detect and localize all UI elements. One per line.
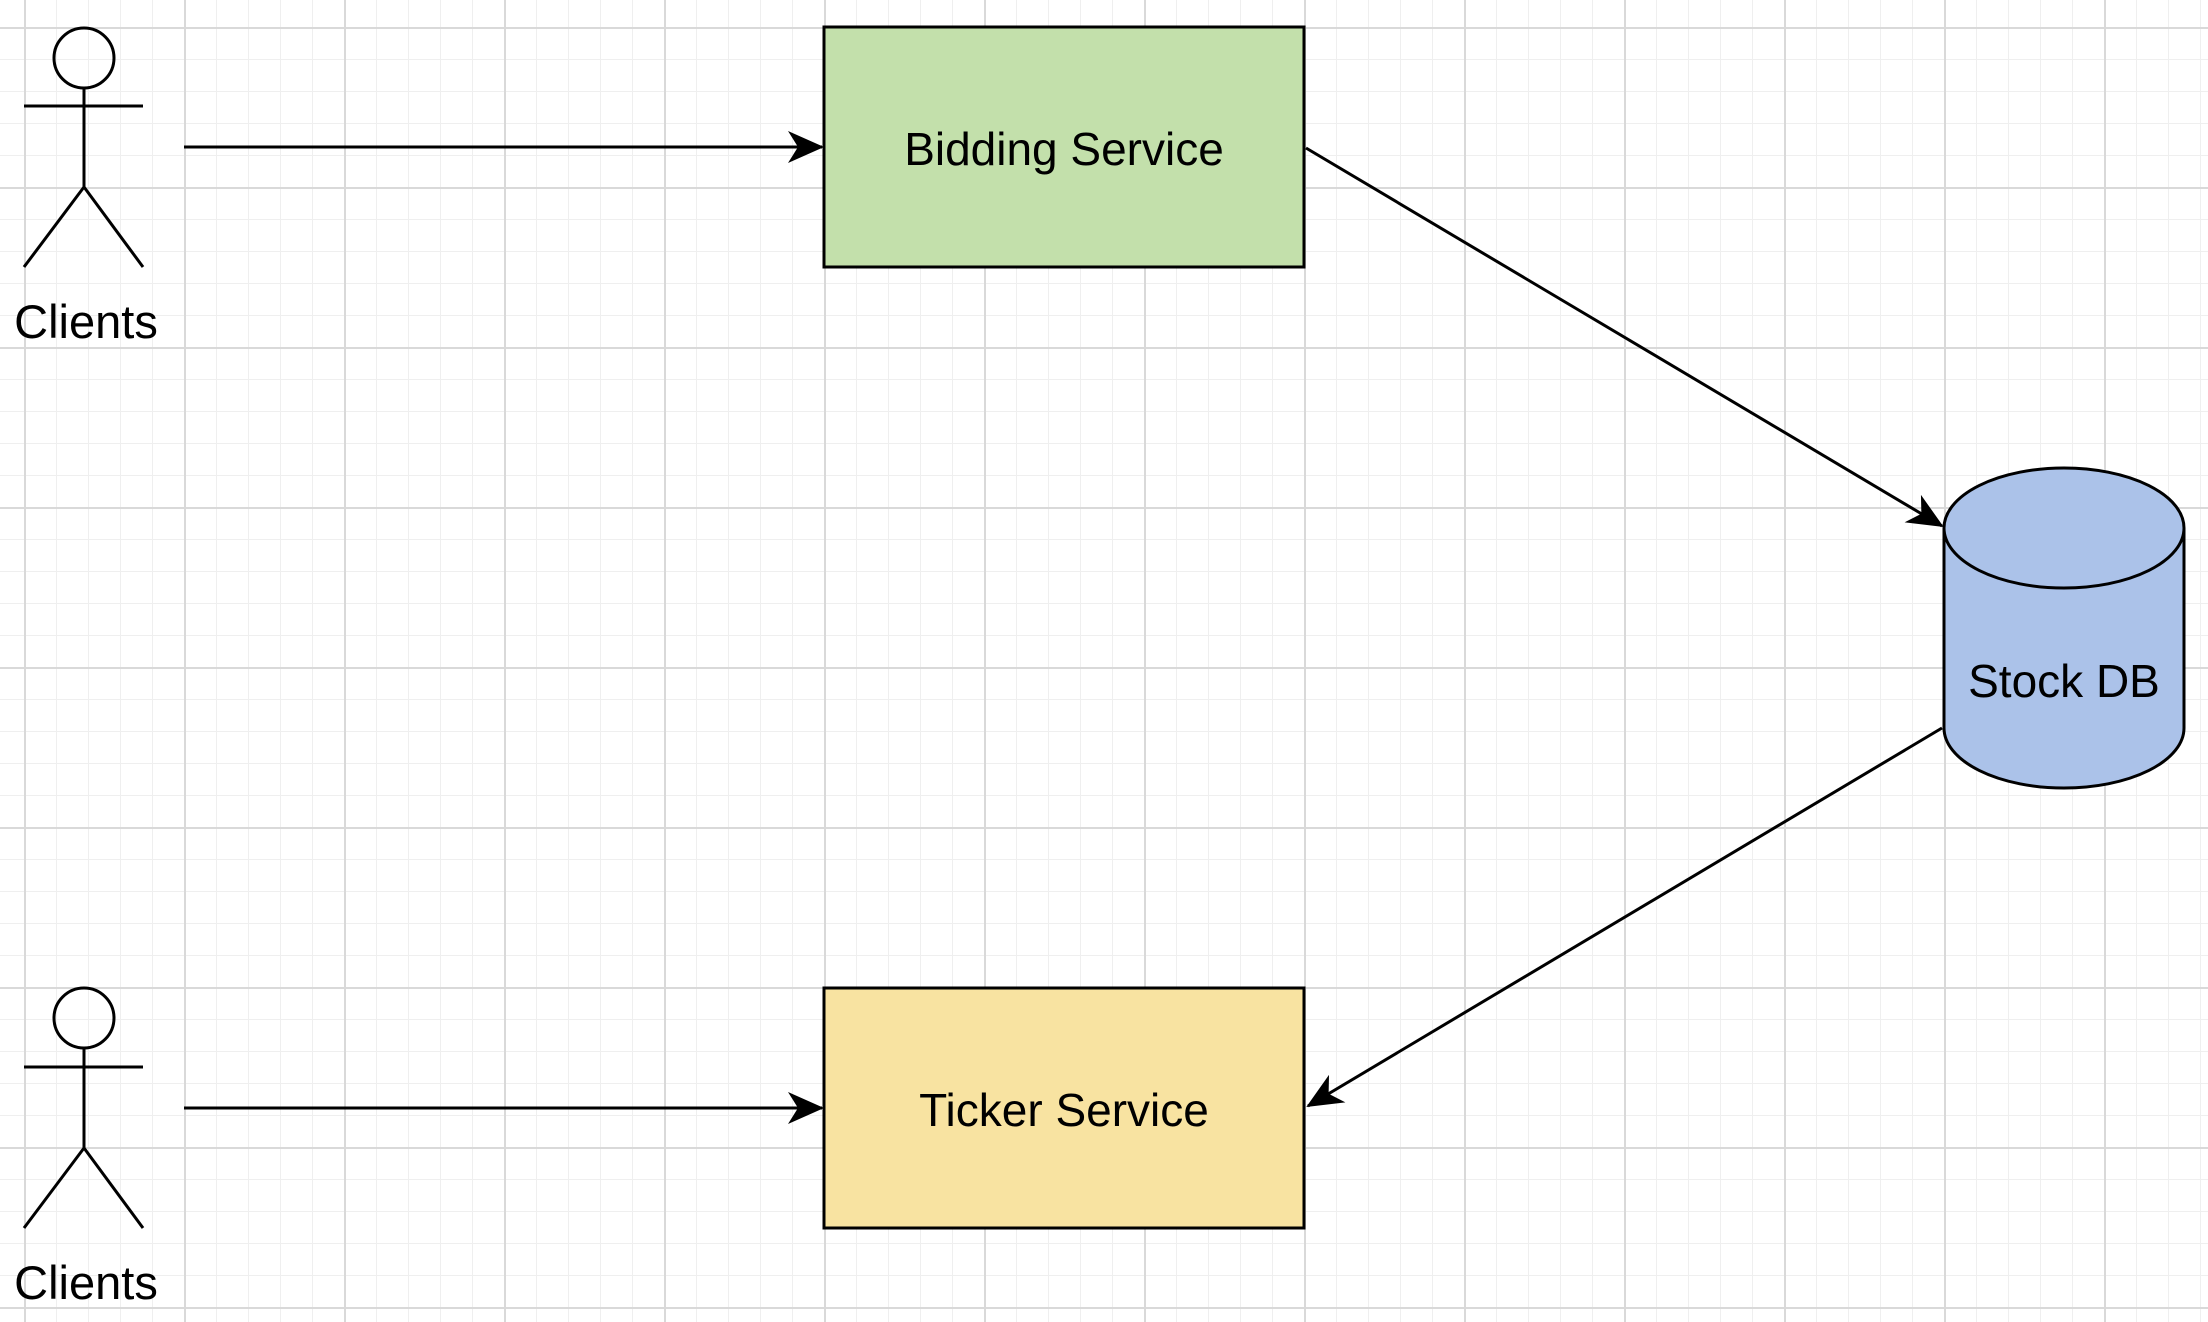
stock-db-label: Stock DB xyxy=(1968,655,2160,707)
bidding-service-label: Bidding Service xyxy=(904,123,1224,175)
actor-label: Clients xyxy=(14,295,158,348)
database-cylinder-top xyxy=(1942,466,2186,590)
actor-clients-bottom[interactable]: Clients xyxy=(14,986,158,1309)
ticker-service-box xyxy=(822,986,1306,1230)
database-cylinder-body xyxy=(1942,528,2186,790)
actor-label: Clients xyxy=(14,1256,158,1309)
edge-stock-db-to-ticker[interactable] xyxy=(1306,726,1943,1108)
stock-db-node[interactable]: Stock DB xyxy=(1942,466,2186,790)
person-icon xyxy=(22,26,145,268)
ticker-service-label: Ticker Service xyxy=(919,1084,1209,1136)
actor-clients-top[interactable]: Clients xyxy=(14,26,158,348)
bidding-service-node[interactable]: Bidding Service xyxy=(822,25,1306,269)
edge-bidding-to-stock-db[interactable] xyxy=(1305,146,1944,528)
bidding-service-box xyxy=(822,25,1306,269)
ticker-service-node[interactable]: Ticker Service xyxy=(822,986,1306,1230)
person-icon xyxy=(22,986,145,1229)
